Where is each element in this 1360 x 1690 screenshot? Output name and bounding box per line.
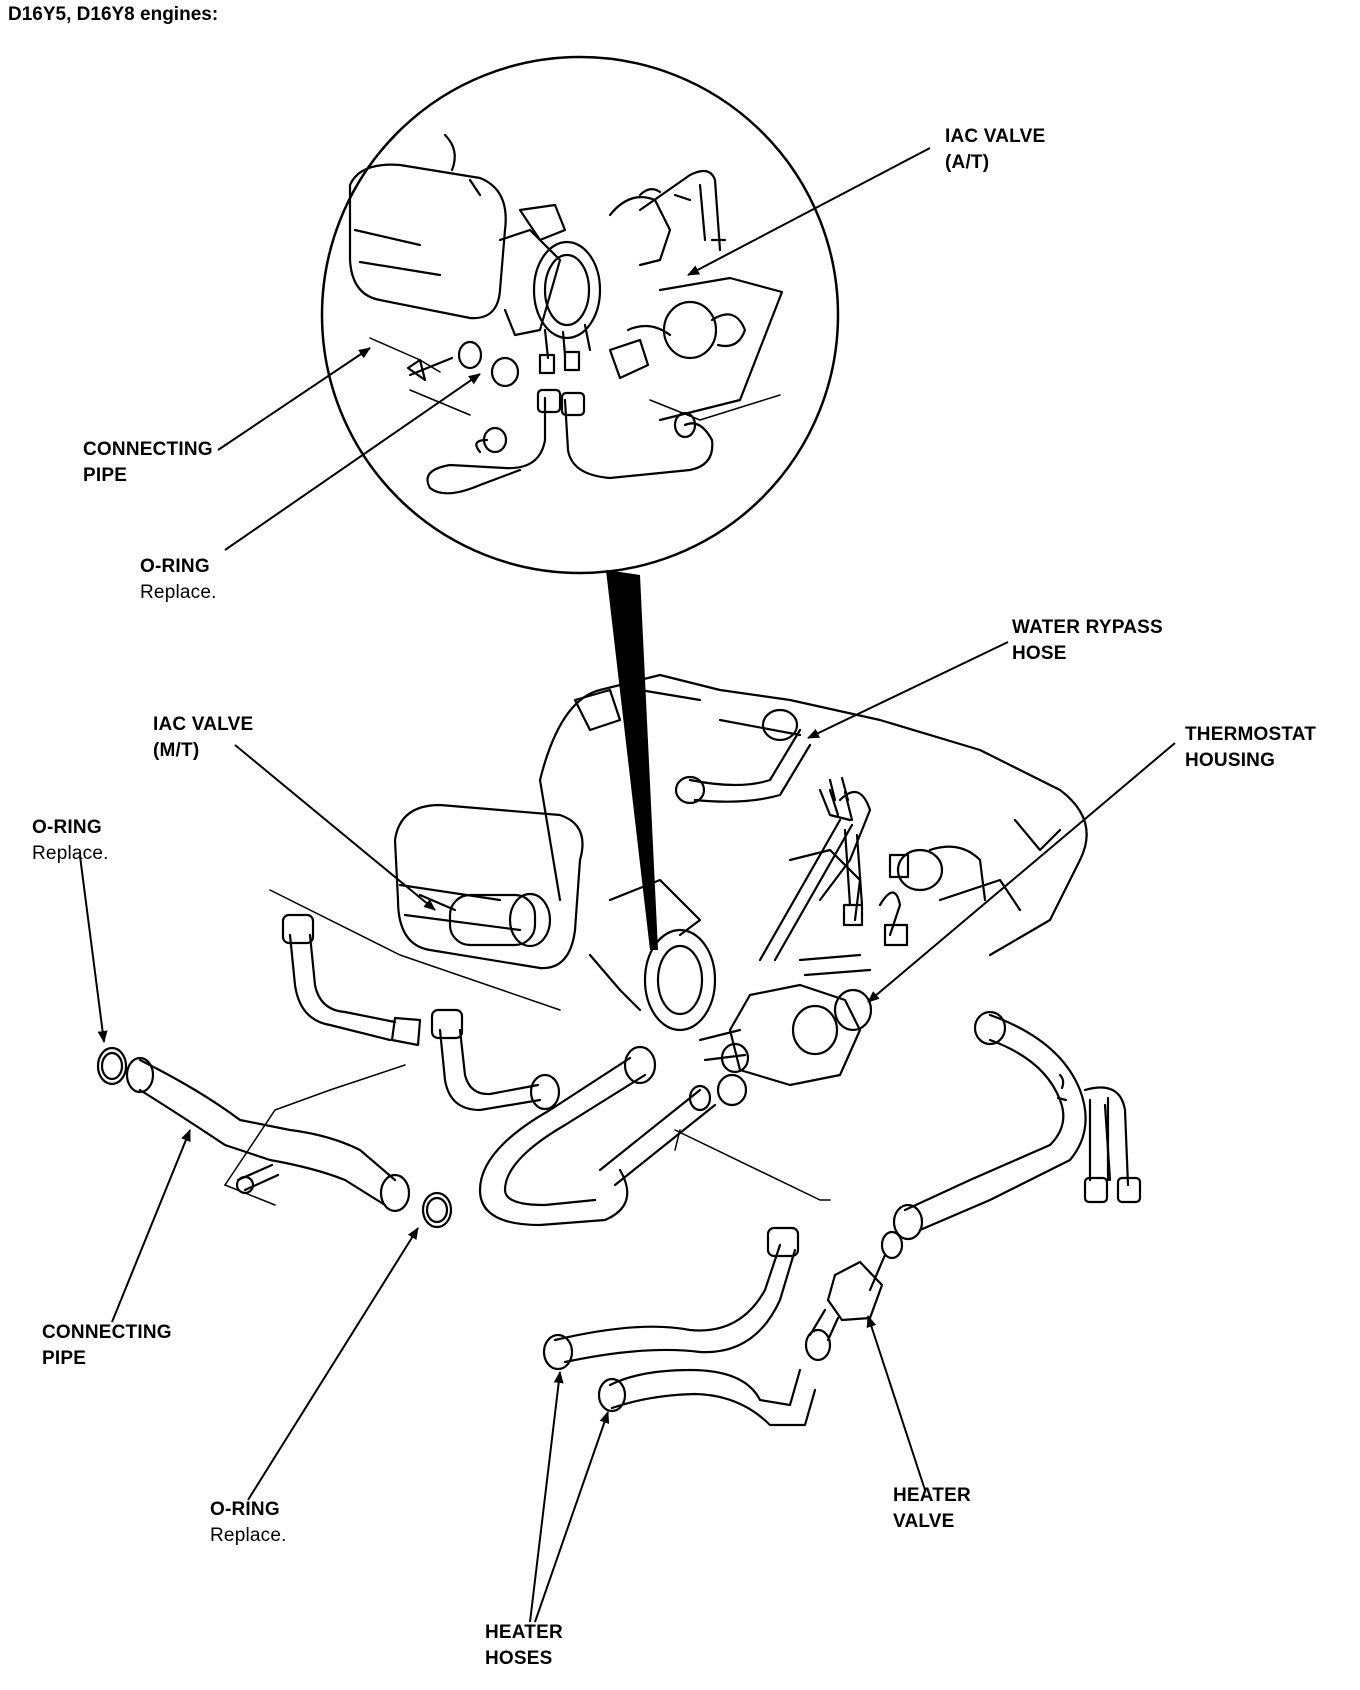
engine-assembly: [269, 673, 1142, 1241]
label-connecting-pipe-top: CONNECTING PIPE: [83, 439, 213, 486]
detail-engine-parts: [348, 133, 784, 495]
label-water-bypass-hose: WATER RYPASS HOSE: [1012, 617, 1163, 664]
label-iac-valve-at: IAC VALVE (A/T): [945, 126, 1046, 173]
label-iac-valve-mt: IAC VALVE (M/T): [153, 714, 254, 761]
label-heater-hoses: HEATER HOSES: [485, 1622, 563, 1669]
label-thermostat-housing: THERMOSTAT HOUSING: [1185, 724, 1317, 771]
label-oring-left: O-RING Replace.: [32, 817, 109, 864]
label-connecting-pipe-bottom: CONNECTING PIPE: [42, 1322, 172, 1369]
label-oring-top: O-RING Replace.: [140, 556, 217, 603]
detail-circle: [320, 55, 840, 950]
loose-parts: [96, 1046, 904, 1427]
leader-arrows: [79, 147, 1176, 1623]
label-oring-bottom: O-RING Replace.: [210, 1499, 287, 1546]
page-title: D16Y5, D16Y8 engines:: [8, 4, 219, 25]
label-heater-valve: HEATER VALVE: [893, 1485, 971, 1532]
